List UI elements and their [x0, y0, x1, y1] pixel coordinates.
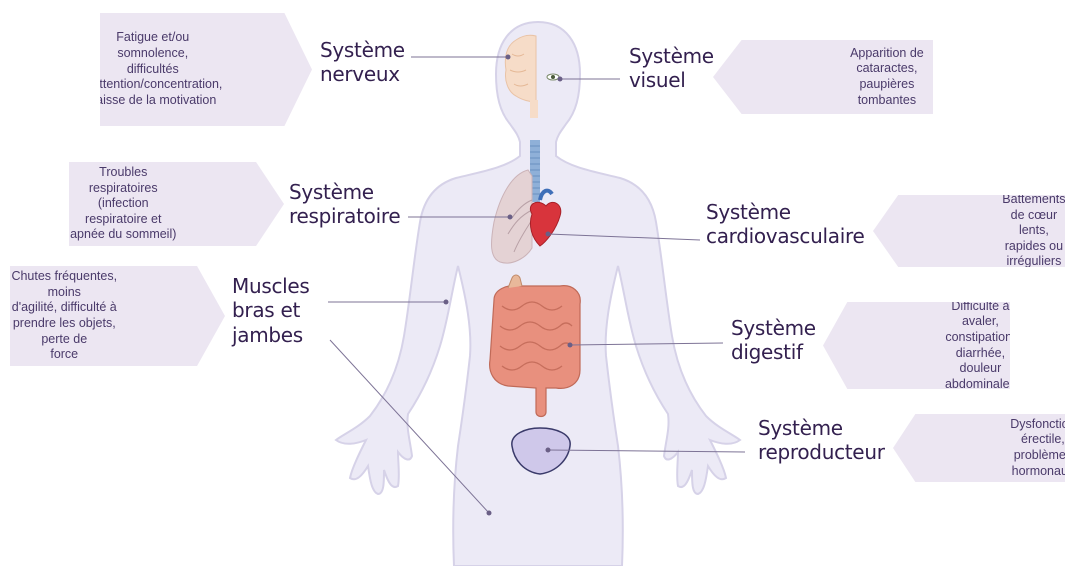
symptom-line: rapides ou irréguliers: [1001, 239, 1065, 270]
symptom-line: problèmes hormonaux: [1010, 448, 1065, 479]
label-line: Système: [731, 316, 816, 340]
symptom-line: apnée du sommeil): [69, 227, 178, 243]
symptom-line: Chutes fréquentes, moins: [10, 269, 119, 300]
label-systeme-reproducteur: Système reproducteur: [758, 416, 885, 465]
label-line: respiratoire: [289, 204, 400, 228]
label-line: nerveux: [320, 62, 405, 86]
label-line: cardiovasculaire: [706, 224, 864, 248]
label-systeme-nerveux: Système nerveux: [320, 38, 405, 87]
callout-visuel: Apparition de cataractes, paupières tomb…: [713, 40, 933, 114]
label-line: Système: [706, 200, 864, 224]
label-line: Système: [629, 44, 714, 68]
label-line: bras et: [232, 298, 310, 322]
symptom-line: Difficulté à avaler,: [945, 299, 1016, 330]
symptom-line: (infection respiratoire et: [69, 196, 178, 227]
label-line: Système: [758, 416, 885, 440]
symptom-line: difficultés: [83, 62, 222, 78]
symptom-line: d'agilité, difficulté à: [10, 300, 119, 316]
symptom-line: Fatigue et/ou somnolence,: [83, 30, 222, 61]
label-systeme-visuel: Système visuel: [629, 44, 714, 93]
callout-digestif: Difficulté à avaler, constipation, diarr…: [823, 302, 1010, 389]
callout-muscles: Chutes fréquentes, moins d'agilité, diff…: [10, 266, 225, 366]
callout-nerveux: Fatigue et/ou somnolence, difficultés d'…: [100, 13, 312, 126]
symptom-line: baisse de la motivation: [83, 93, 222, 109]
symptom-line: Apparition de cataractes,: [841, 46, 933, 77]
symptom-line: Battements de cœur lents,: [1001, 192, 1065, 239]
callout-cardiovasculaire: Battements de cœur lents, rapides ou irr…: [873, 195, 1065, 267]
symptom-line: Troubles respiratoires: [69, 165, 178, 196]
eye-organ: [547, 74, 559, 80]
label-line: Muscles: [232, 274, 310, 298]
label-line: digestif: [731, 340, 816, 364]
callout-respiratoire: Troubles respiratoires (infection respir…: [69, 162, 284, 246]
label-muscles: Muscles bras et jambes: [232, 274, 310, 347]
label-systeme-cardiovasculaire: Système cardiovasculaire: [706, 200, 864, 249]
label-line: Système: [289, 180, 400, 204]
label-systeme-digestif: Système digestif: [731, 316, 816, 365]
label-line: visuel: [629, 68, 714, 92]
symptom-line: force: [10, 347, 119, 363]
label-line: jambes: [232, 323, 310, 347]
symptom-line: paupières tombantes: [841, 77, 933, 108]
symptom-line: douleur abdominales: [945, 361, 1016, 392]
label-systeme-respiratoire: Système respiratoire: [289, 180, 400, 229]
symptom-line: prendre les objets, perte de: [10, 316, 119, 347]
callout-reproducteur: Dysfonction érectile, problèmes hormonau…: [893, 414, 1065, 482]
symptom-line: constipation, diarrhée,: [945, 330, 1016, 361]
symptom-line: Dysfonction érectile,: [1010, 417, 1065, 448]
label-line: reproducteur: [758, 440, 885, 464]
symptom-line: d'attention/concentration,: [83, 77, 222, 93]
label-line: Système: [320, 38, 405, 62]
